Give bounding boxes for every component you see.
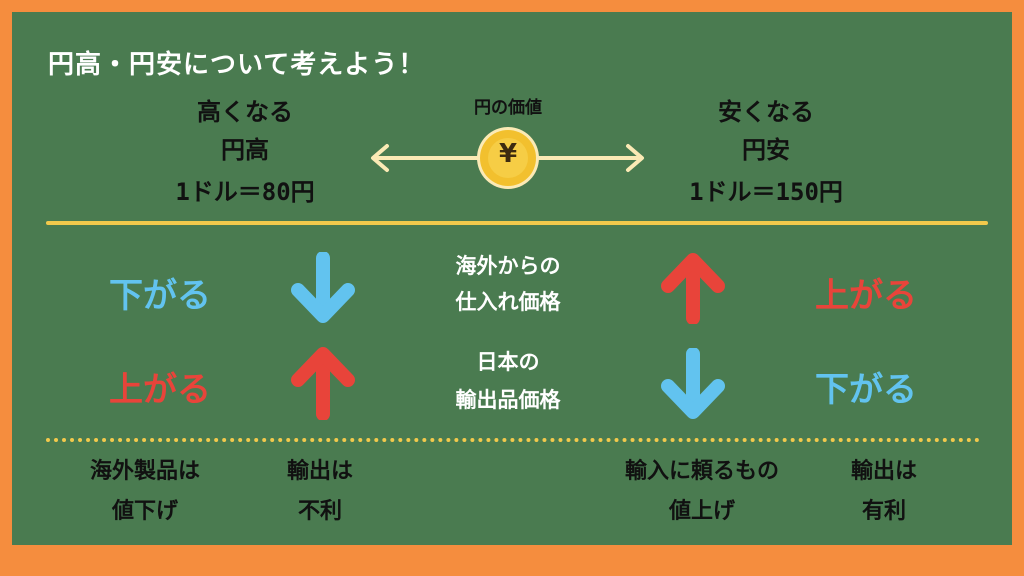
row2-label-2: 輸出品価格 <box>455 388 561 412</box>
bottom-col3-line2: 値上げ <box>668 499 736 524</box>
row2-right-result: 下がる <box>815 370 917 410</box>
row1-left-result: 下がる <box>109 276 211 316</box>
bottom-col2-line2: 不利 <box>297 499 343 524</box>
row2-left-result: 上がる <box>109 370 211 410</box>
left-rate: 1ドル＝80円 <box>175 178 315 206</box>
divider-line <box>46 221 988 225</box>
right-heading-1: 安くなる <box>718 98 814 126</box>
yen-coin-icon <box>477 127 539 189</box>
bottom-col1-line1: 海外製品は <box>89 459 201 484</box>
chalkboard <box>12 12 1012 545</box>
row1-label-1: 海外からの <box>455 254 561 278</box>
down-arrow-icon <box>291 252 355 323</box>
up-arrow-icon <box>661 253 725 324</box>
row1-label-2: 仕入れ価格 <box>455 290 561 314</box>
down-arrow-icon <box>661 348 725 419</box>
right-heading-2: 円安 <box>742 136 790 164</box>
value-label: 円の価値 <box>474 98 542 118</box>
dotted-divider <box>46 438 980 442</box>
yen-symbol: ¥ <box>498 139 518 169</box>
page-title: 円高・円安について考えよう！ <box>48 50 426 80</box>
row2-label-1: 日本の <box>476 350 540 374</box>
left-heading-1: 高くなる <box>197 98 293 126</box>
bottom-col4-line2: 有利 <box>861 499 907 524</box>
bottom-col3-line1: 輸入に頼るもの <box>624 459 780 484</box>
right-rate: 1ドル＝150円 <box>689 178 843 206</box>
bottom-col4-line1: 輸出は <box>850 459 918 484</box>
up-arrow-icon <box>291 347 355 420</box>
row1-right-result: 上がる <box>815 276 917 316</box>
bottom-col1-line2: 値下げ <box>111 499 179 524</box>
bottom-col2-line1: 輸出は <box>286 459 354 484</box>
left-heading-2: 円高 <box>221 136 269 164</box>
